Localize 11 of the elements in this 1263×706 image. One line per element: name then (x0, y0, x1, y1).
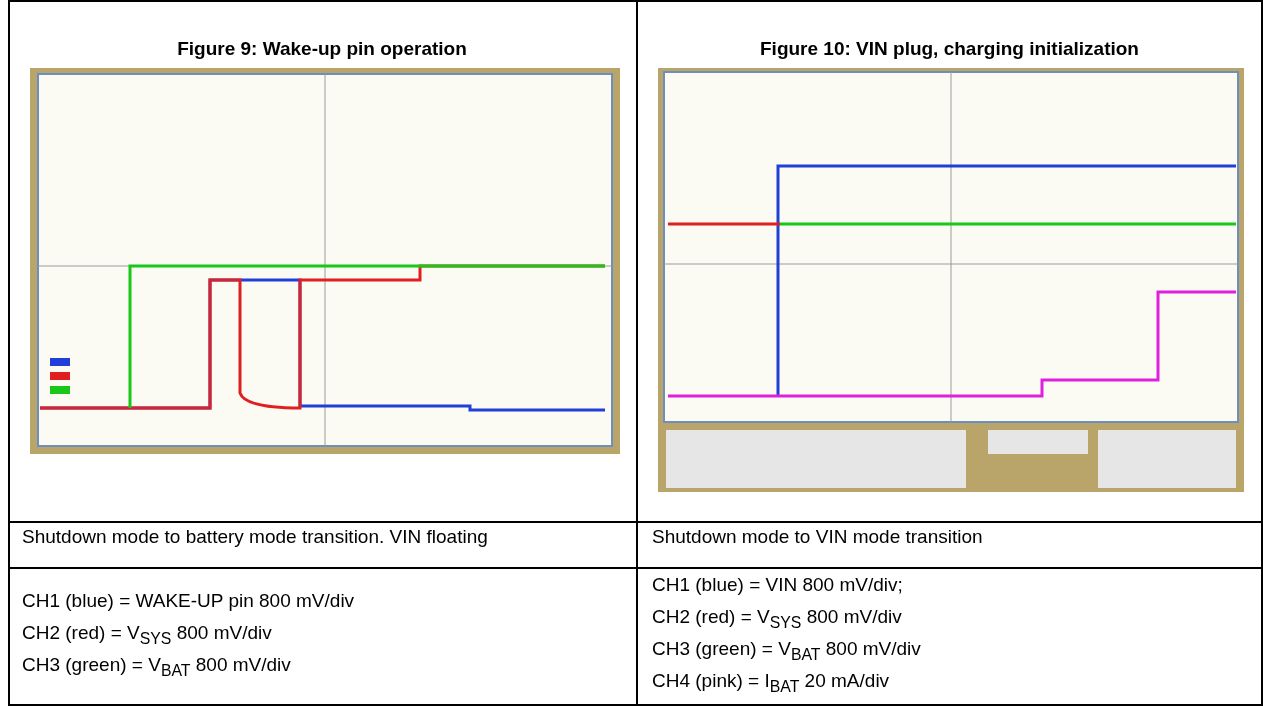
channel-note: CH3 (green) = V$_{BAT}$ 800 mV/div (652, 638, 921, 659)
channel-note: CH2 (red) = V$_{SYS}$ 800 mV/div (22, 622, 272, 643)
channel-note: CH3 (green) = V$_{BAT}$ 800 mV/div (22, 654, 291, 675)
figure-title: Figure 9: Wake-up pin operation (177, 38, 467, 59)
channel-note: CH1 (blue) = VIN 800 mV/div; (652, 574, 903, 595)
caption-text: Shutdown mode to battery mode transition. VIN floating (22, 526, 488, 547)
figure-title: Figure 10: VIN plug, charging initialization (760, 38, 1139, 59)
channel-note: CH1 (blue) = WAKE-UP pin 800 mV/div (22, 590, 355, 611)
caption-text: Shutdown mode to VIN mode transition (652, 526, 983, 547)
channel-note: CH4 (pink) = I$_{BAT}$ 20 mA/div (652, 670, 890, 691)
channel-note: CH2 (red) = V$_{SYS}$ 800 mV/div (652, 606, 902, 627)
